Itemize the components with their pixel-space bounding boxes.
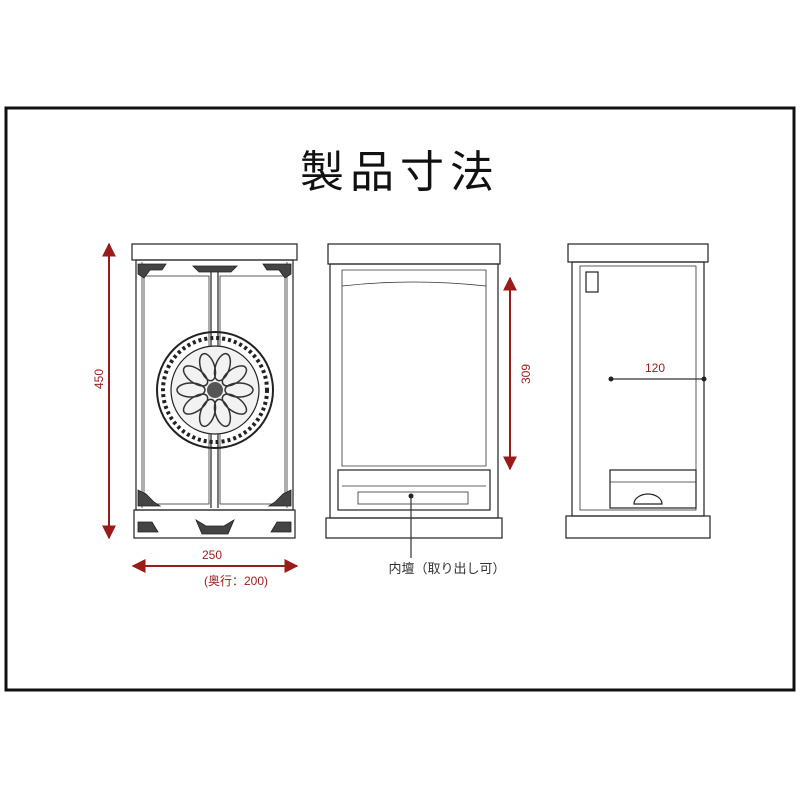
corner-bracket-icon: [270, 521, 292, 533]
inner-depth-label: 120: [645, 361, 665, 375]
inner-altar: [337, 469, 491, 511]
page-title: 製品寸法: [300, 147, 500, 198]
side-view: 120: [565, 243, 711, 539]
front-view: 450 250 (奥行：200): [92, 242, 299, 588]
rosette-petal: [176, 382, 206, 398]
depth-label: (奥行：200): [204, 574, 268, 588]
corner-bracket-icon: [137, 521, 159, 533]
corner-bracket-icon: [192, 265, 238, 273]
rosette-petal: [213, 398, 232, 428]
corner-bracket-icon: [137, 263, 167, 279]
side-inner-altar: [609, 469, 697, 509]
height-label: 450: [92, 369, 106, 389]
rosette-petal: [221, 393, 248, 415]
corner-bracket-icon: [267, 489, 292, 507]
interior-view: 309 内壇（取り出し可）: [325, 243, 533, 577]
rosette-petal: [221, 365, 248, 387]
inner-altar-callout: 内壇（取り出し可）: [388, 561, 505, 577]
rosette-petal: [198, 352, 217, 382]
rosette-ornament-icon: [156, 331, 274, 449]
rosette-petal: [182, 393, 209, 415]
rosette-petal: [224, 382, 254, 398]
front-base: [133, 509, 296, 539]
rosette-petal: [213, 352, 232, 382]
corner-bracket-icon: [195, 519, 235, 535]
inner-height-label: 309: [519, 364, 533, 384]
interior-base: [325, 517, 503, 539]
width-label: 250: [202, 548, 222, 562]
rosette-petal: [198, 398, 217, 428]
corner-bracket-icon: [262, 263, 292, 279]
side-door-hinge: [585, 271, 599, 293]
corner-bracket-icon: [137, 489, 162, 507]
rosette-petal: [182, 365, 209, 387]
side-base: [565, 515, 711, 539]
outer-border: [4, 106, 796, 692]
